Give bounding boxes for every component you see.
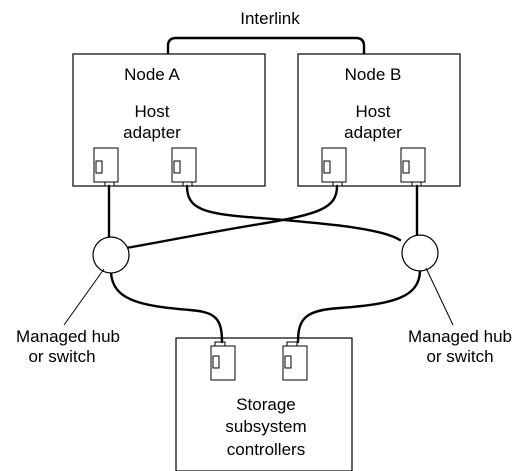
node-b-port-2 — [400, 147, 426, 187]
left-hub-label-line1: Managed hub — [16, 327, 120, 346]
storage-line2: subsystem — [225, 417, 306, 436]
right-hub-label-line2: or switch — [426, 347, 493, 366]
cable-left-hub-to-storage — [109, 271, 224, 344]
cable-node-a-port2-to-right-hub — [185, 184, 402, 242]
left-hub-label-line2: or switch — [28, 347, 95, 366]
node-a-adapter-line1: Host — [135, 102, 170, 121]
node-a-port-2 — [171, 147, 197, 187]
interlink-label: Interlink — [240, 9, 300, 28]
node-b-adapter-line1: Host — [356, 102, 391, 121]
cable-node-b-port1-to-left-hub — [124, 184, 339, 250]
storage-line1: Storage — [236, 395, 296, 414]
node-b-title: Node B — [345, 65, 402, 84]
right-managed-hub — [401, 234, 439, 272]
storage-line3: controllers — [227, 440, 305, 459]
node-a-adapter-line2: adapter — [123, 123, 181, 142]
node-b-port-1 — [321, 147, 347, 187]
right-hub-leader-line — [425, 267, 454, 326]
node-b-adapter-line2: adapter — [344, 123, 402, 142]
cable-right-hub-to-storage — [296, 268, 422, 344]
right-hub-label-line1: Managed hub — [408, 327, 512, 346]
storage-subsystem: Storage subsystem controllers — [175, 337, 353, 471]
left-managed-hub — [92, 236, 130, 274]
storage-port-2 — [282, 341, 308, 381]
interlink-cable — [166, 36, 366, 56]
storage-port-1 — [210, 341, 236, 381]
node-a-title: Node A — [124, 65, 180, 84]
node-a-port-1 — [93, 147, 119, 187]
left-hub-leader-line — [63, 268, 105, 326]
